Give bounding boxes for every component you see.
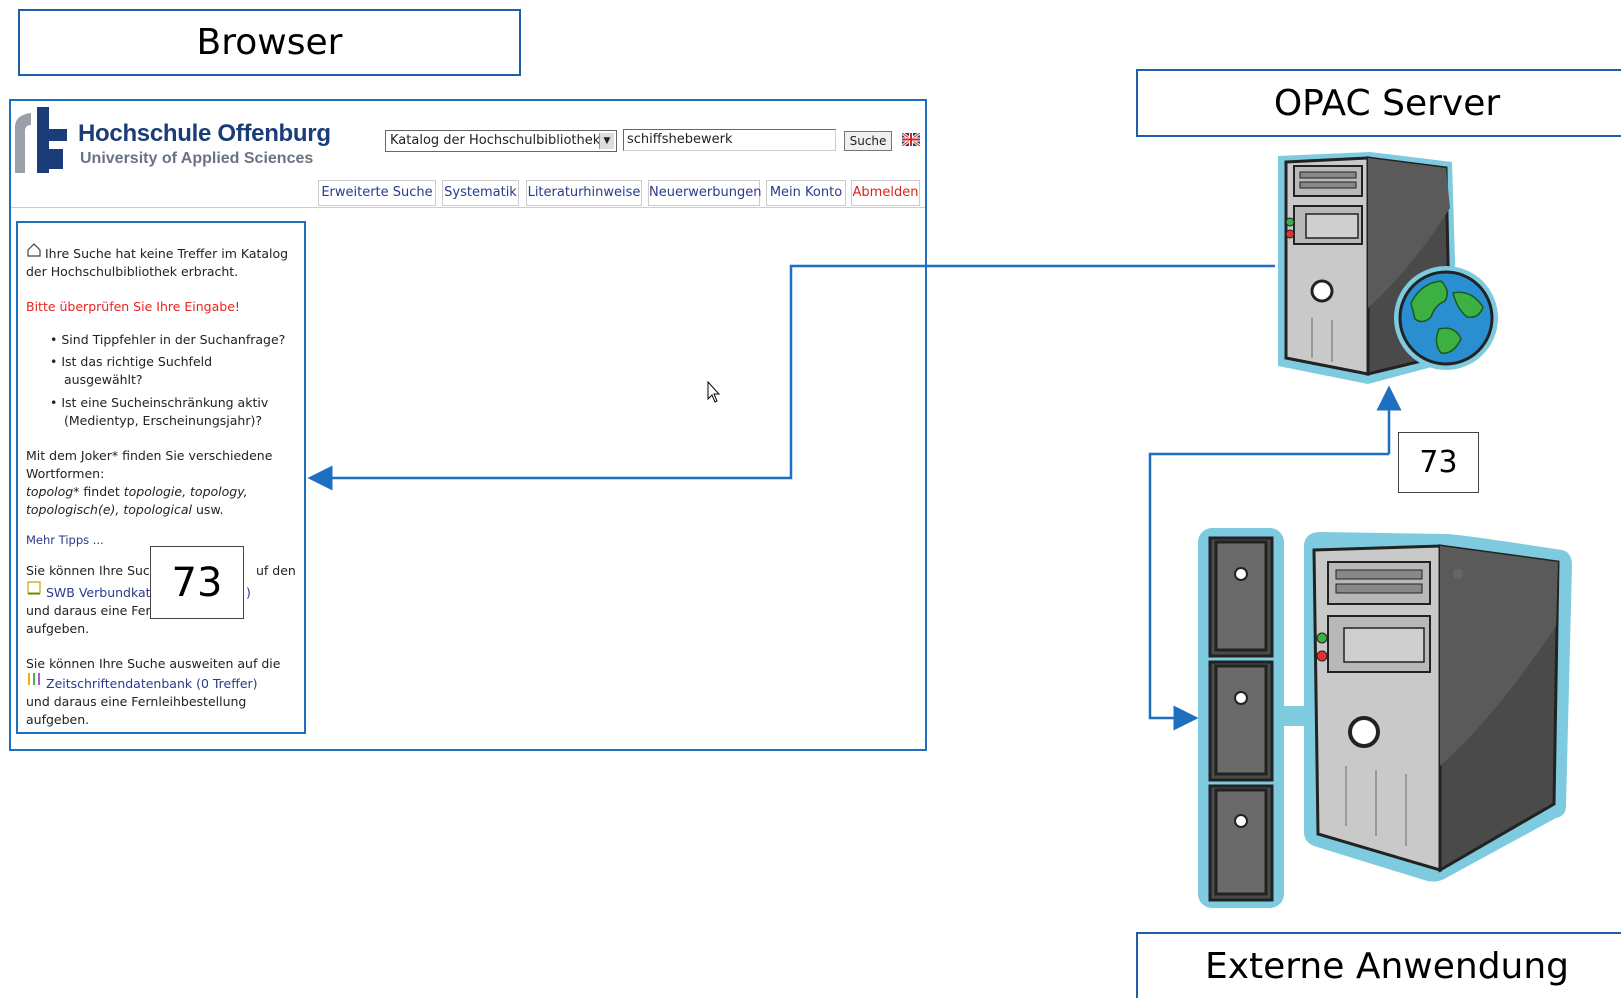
badge-right-value: 73 bbox=[1419, 445, 1458, 480]
browser-label-text: Browser bbox=[196, 22, 343, 63]
badge-right: 73 bbox=[1398, 432, 1479, 493]
zdb-text-4: aufgeben. bbox=[26, 712, 90, 727]
opac-to-browser-arrow bbox=[307, 264, 1275, 491]
swb-icon bbox=[27, 581, 41, 595]
home-icon[interactable] bbox=[27, 243, 41, 257]
bullet-3-text: Ist eine Sucheinschränkung aktiv bbox=[61, 395, 269, 410]
browser-label: Browser bbox=[18, 9, 521, 76]
hochschule-logo-icon bbox=[15, 107, 67, 173]
joker-text-2: Wortformen: bbox=[26, 466, 105, 481]
more-tips-link[interactable]: Mehr Tipps ... bbox=[26, 533, 104, 547]
badge-left-value: 73 bbox=[171, 559, 223, 606]
joker-example-line-2: topologisch(e), topological usw. bbox=[26, 501, 224, 519]
bullet-2: • Ist das richtige Suchfeld bbox=[50, 354, 213, 369]
catalog-select[interactable]: Katalog der Hochschulbibliothek ▼ bbox=[385, 130, 617, 152]
globe-icon bbox=[1394, 266, 1498, 370]
zdb-icon bbox=[28, 673, 40, 685]
externe-anwendung-label: Externe Anwendung bbox=[1136, 932, 1621, 998]
no-hits-text-1: Ihre Suche hat keine Treffer im Katalog bbox=[45, 246, 289, 261]
swb-text-4: aufgeben. bbox=[26, 621, 90, 636]
tab-abmelden[interactable]: Abmelden bbox=[851, 180, 920, 206]
badge-left: 73 bbox=[150, 546, 244, 619]
bullet-3: • Ist eine Sucheinschränkung aktiv bbox=[50, 395, 269, 410]
uk-flag-icon[interactable] bbox=[902, 133, 920, 146]
nav-divider bbox=[11, 207, 925, 208]
bullet-2-cont: ausgewählt? bbox=[64, 372, 143, 387]
zdb-text-3: und daraus eine Fernleihbestellung bbox=[26, 694, 247, 709]
zdb-link[interactable]: Zeitschriftendatenbank (0 Treffer) bbox=[46, 676, 258, 691]
search-button[interactable]: Suche bbox=[844, 131, 892, 151]
joker-example-1: topolog* bbox=[26, 484, 80, 499]
joker-example-2: topologie, topology, bbox=[123, 484, 248, 499]
joker-example-mid: findet bbox=[79, 484, 124, 499]
bullet-1: • Sind Tippfehler in der Suchanfrage? bbox=[50, 332, 286, 347]
bullet-1-text: Sind Tippfehler in der Suchanfrage? bbox=[61, 332, 286, 347]
logo-title: Hochschule Offenburg bbox=[78, 120, 331, 147]
tab-erweiterte-suche[interactable]: Erweiterte Suche bbox=[318, 180, 436, 206]
search-input[interactable]: schiffshebewerk bbox=[623, 129, 836, 151]
opac-server-label: OPAC Server bbox=[1136, 69, 1621, 137]
no-results-panel bbox=[16, 221, 306, 734]
joker-example-line-1: topolog* findet topologie, topology, bbox=[26, 483, 248, 501]
zdb-text-1: Sie können Ihre Suche ausweiten auf die bbox=[26, 656, 281, 671]
tab-mein-konto[interactable]: Mein Konto bbox=[766, 180, 846, 206]
swb-text-1a: Sie können Ihre Suc bbox=[26, 563, 150, 578]
swb-text-1b: uf den bbox=[256, 563, 296, 578]
catalog-select-value: Katalog der Hochschulbibliothek bbox=[390, 133, 601, 148]
external-server-icon bbox=[1198, 528, 1572, 908]
swb-link[interactable]: SWB Verbundkat bbox=[46, 585, 151, 600]
tab-systematik[interactable]: Systematik bbox=[442, 180, 519, 206]
bullet-2-text: Ist das richtige Suchfeld bbox=[61, 354, 213, 369]
opac-to-external-arrow bbox=[1148, 452, 1389, 731]
externe-anwendung-label-text: Externe Anwendung bbox=[1204, 945, 1570, 987]
mouse-cursor-icon bbox=[707, 381, 721, 403]
bullet-3-cont: (Medientyp, Erscheinungsjahr)? bbox=[64, 413, 262, 428]
swb-link-end[interactable]: ) bbox=[246, 585, 251, 600]
opac-server-label-text: OPAC Server bbox=[1273, 82, 1501, 124]
joker-text-1: Mit dem Joker* finden Sie verschiedene bbox=[26, 448, 273, 463]
joker-example-3: topologisch(e), topological bbox=[26, 502, 193, 517]
chevron-down-icon[interactable]: ▼ bbox=[599, 133, 614, 149]
check-input-text: Bitte überprüfen Sie Ihre Eingabe! bbox=[26, 299, 240, 314]
joker-example-end: usw. bbox=[192, 502, 224, 517]
tab-literaturhinweise[interactable]: Literaturhinweise bbox=[526, 180, 642, 206]
logo-subtitle: University of Applied Sciences bbox=[80, 150, 314, 167]
no-hits-text-2: der Hochschulbibliothek erbracht. bbox=[26, 264, 239, 279]
swb-text-3a: und daraus eine Fer bbox=[26, 603, 151, 618]
tab-neuerwerbungen[interactable]: Neuerwerbungen bbox=[648, 180, 762, 206]
